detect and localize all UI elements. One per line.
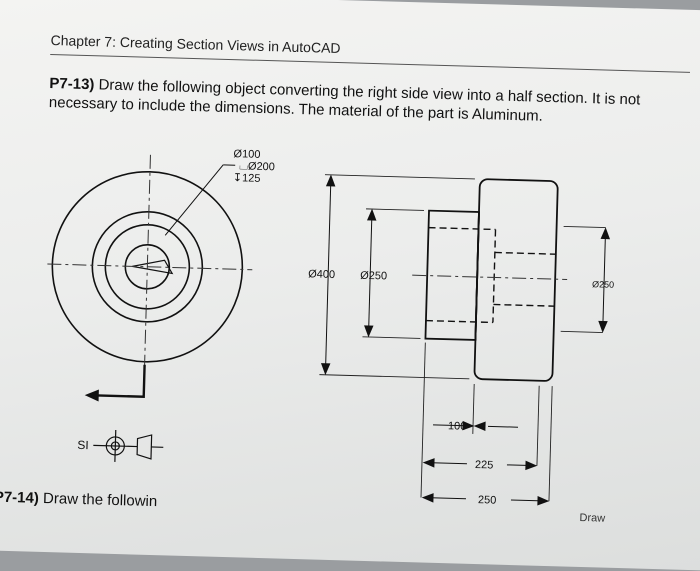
- side-view-hub: [425, 211, 479, 340]
- dim-dia-250: Ø250: [360, 270, 387, 283]
- next-problem-number: P7-14): [0, 489, 39, 507]
- callout-hole: Ø100: [233, 148, 260, 161]
- technical-drawing: Ø100 ⌴Ø200 ↧125: [0, 1, 700, 541]
- projection-symbol: [93, 429, 164, 463]
- callout-cbore: ⌴Ø200: [239, 160, 275, 173]
- dim-100: 100: [448, 420, 467, 433]
- dim-250: 250: [478, 494, 497, 507]
- dim-dia-400: Ø400: [308, 268, 335, 281]
- dim-dia-250-right: Ø250: [592, 279, 614, 290]
- callout-depth: ↧125: [233, 172, 261, 185]
- si-label: SI: [77, 438, 89, 452]
- side-view-flange: [474, 179, 558, 381]
- next-problem-text: Draw the followin: [43, 490, 158, 510]
- corner-text: Draw: [579, 512, 605, 525]
- dim-225: 225: [475, 459, 494, 472]
